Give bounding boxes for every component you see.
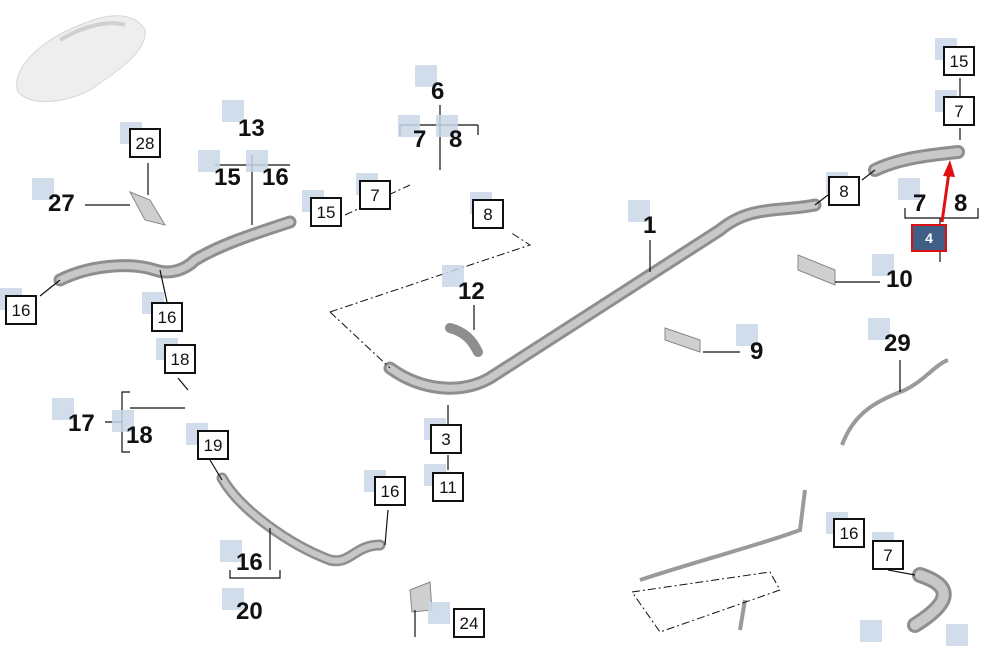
box-16-left[interactable]: 16 (5, 295, 37, 325)
label-6[interactable]: 6 (431, 78, 445, 105)
box-7-top[interactable]: 7 (943, 96, 975, 126)
box-7-e[interactable]: 7 (872, 540, 904, 570)
clip-27[interactable] (128, 191, 167, 226)
hotspot[interactable] (246, 150, 268, 172)
hotspot[interactable] (860, 620, 882, 642)
box-7-mid[interactable]: 7 (359, 180, 391, 210)
hose-lower[interactable] (216, 472, 386, 567)
label-9[interactable]: 9 (750, 338, 764, 365)
hotspot[interactable] (415, 65, 437, 87)
pipe-main[interactable] (383, 198, 822, 395)
hotspot[interactable] (222, 588, 244, 610)
box-3[interactable]: 3 (430, 424, 462, 454)
box-8-mid[interactable]: 8 (472, 199, 504, 229)
label-20[interactable]: 20 (236, 598, 263, 625)
car-icon (16, 15, 146, 102)
box-19[interactable]: 19 (197, 430, 229, 460)
box-15-top[interactable]: 15 (943, 46, 975, 76)
label-29[interactable]: 29 (884, 330, 911, 357)
hotspot[interactable] (872, 254, 894, 276)
label-10[interactable]: 10 (886, 266, 913, 293)
part-29[interactable] (840, 358, 949, 446)
box-18[interactable]: 18 (164, 344, 196, 374)
hotspot[interactable] (398, 115, 420, 137)
clip-9[interactable] (664, 327, 701, 353)
hotspot[interactable] (428, 602, 450, 624)
hotspot[interactable] (52, 398, 74, 420)
hotspot[interactable] (946, 624, 968, 646)
hotspot[interactable] (112, 410, 134, 432)
dash-lines (329, 184, 781, 633)
label-12[interactable]: 12 (458, 278, 485, 305)
elbow-bottom-right[interactable] (907, 567, 952, 633)
label-27[interactable]: 27 (48, 190, 75, 217)
label-16[interactable]: 16 (236, 549, 263, 576)
hotspot[interactable] (628, 200, 650, 222)
box-11[interactable]: 11 (432, 472, 464, 502)
hotspot[interactable] (898, 178, 920, 200)
hotspot[interactable] (868, 318, 890, 340)
label-4-8[interactable]: 8 (954, 190, 968, 217)
hotspot[interactable] (442, 265, 464, 287)
hotspot[interactable] (220, 540, 242, 562)
box-16-d[interactable]: 16 (374, 476, 406, 506)
box-28[interactable]: 28 (129, 128, 161, 158)
hotspot[interactable] (222, 100, 244, 122)
label-6-8[interactable]: 8 (449, 126, 463, 153)
box-24[interactable]: 24 (453, 608, 485, 638)
label-6-7[interactable]: 7 (413, 126, 427, 153)
box-8-right[interactable]: 8 (828, 176, 860, 206)
selection-arrow (940, 160, 955, 223)
label-17-18[interactable]: 18 (126, 422, 153, 449)
selected-part-4[interactable]: 4 (911, 224, 947, 252)
hotspot[interactable] (198, 150, 220, 172)
hotspot[interactable] (32, 178, 54, 200)
label-4-7[interactable]: 7 (913, 190, 927, 217)
box-15-mid[interactable]: 15 (310, 197, 342, 227)
label-13-16[interactable]: 16 (262, 164, 289, 191)
bottom-line[interactable] (639, 489, 807, 631)
part-12[interactable] (445, 323, 483, 357)
label-17[interactable]: 17 (68, 410, 95, 437)
hotspot[interactable] (736, 324, 758, 346)
hose-left[interactable] (53, 215, 297, 287)
box-16-b[interactable]: 16 (151, 302, 183, 332)
label-13[interactable]: 13 (238, 115, 265, 142)
box-16-e[interactable]: 16 (833, 518, 865, 548)
label-13-15[interactable]: 15 (214, 164, 241, 191)
label-1[interactable]: 1 (643, 212, 657, 239)
clip-10[interactable] (797, 254, 836, 286)
hotspot[interactable] (436, 115, 458, 137)
hose-top-right[interactable] (868, 145, 965, 177)
